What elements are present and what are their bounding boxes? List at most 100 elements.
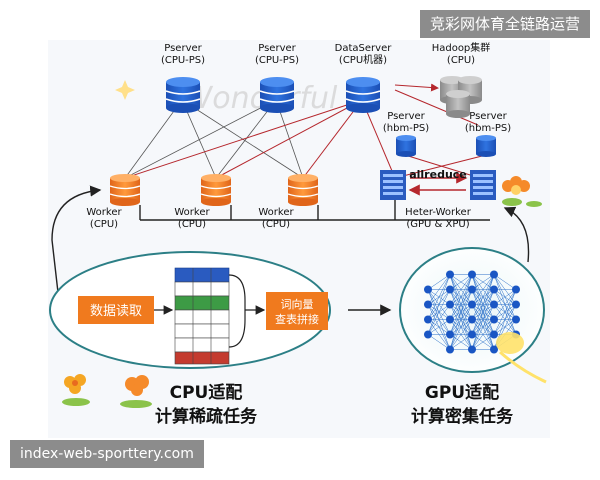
worker-bus-line [139,200,490,221]
data-read-label: 数据读取 [90,304,142,319]
nn-edge [449,274,473,320]
worker3-label-line2: (CPU) [262,219,290,230]
nn-node [490,300,498,309]
hbm2-label-line1: Pserver [469,111,507,122]
nn-node [490,270,498,279]
pserver1-label-line1: Pserver [164,43,202,54]
embedding-lookup-box [266,292,328,330]
nn-node [446,345,454,354]
nn-edge [449,319,473,350]
nn-edge [427,274,451,290]
nn-edge [493,289,517,335]
nn-node [446,315,454,324]
star-sparkle-icon [115,80,135,100]
worker2-label-line2: (CPU) [178,219,206,230]
pserver1-label-line2: (CPU-PS) [161,55,205,66]
hbm1-label-line2: (hbm-PS) [383,123,429,134]
hetero-worker-label-line1: Heter-Worker [405,207,472,218]
nn-node [512,300,520,309]
embedding-lookup-line1: 词向量 [281,297,314,311]
worker-cylinder-1 [109,174,141,206]
nn-edge [493,289,517,305]
embedding-table [174,267,230,365]
nn-node [468,315,476,324]
left-loop-arrow [51,185,102,311]
dataserver-lines [124,83,479,179]
hbm1-label-line1: Pserver [387,111,425,122]
allreduce-label: allreduce [409,168,467,181]
table-to-embed-arrows [228,274,266,348]
nn-node [424,315,432,324]
nn-edge [471,274,495,305]
pserver2-label-line1: Pserver [258,43,296,54]
allreduce-arrows [408,172,468,196]
neural-network-icon [424,270,520,354]
nn-edge [449,274,473,290]
nn-node [446,300,454,309]
hbm2-label-line2: (hbm-PS) [465,123,511,134]
lightbulb-decoration [496,332,547,384]
nn-edge [471,289,495,350]
nn-edge [449,304,473,350]
nn-edge [471,274,495,350]
nn-node [512,315,520,324]
pserver-cylinder-1 [165,77,201,113]
nn-node [468,285,476,294]
dataserver-cylinder [345,77,381,113]
nn-edge [471,319,495,350]
nn-node [446,270,454,279]
nn-edge [471,274,495,335]
nn-node [490,285,498,294]
hadoop-cylinders [440,76,482,118]
nn-node [468,330,476,339]
heter-worker-device-1 [380,170,406,200]
nn-edge [449,274,473,335]
hadoop-label-line1: Hadoop集群 [432,41,491,54]
hetero-worker-label-line2: (GPU & XPU) [406,219,469,230]
nn-node [424,330,432,339]
worker3-label-line1: Worker [258,207,294,218]
server-labels: Pserver (CPU-PS) Pserver (CPU-PS) DataSe… [86,41,511,230]
nn-edge [427,289,451,335]
worker-cylinder-2 [200,174,232,206]
heter-worker-device-2 [470,170,496,200]
footer-url[interactable]: index-web-sporttery.com [10,440,204,468]
nn-node [468,300,476,309]
nn-node [446,285,454,294]
nn-edge [449,274,473,350]
worker1-label-line2: (CPU) [90,219,118,230]
worker2-label-line1: Worker [174,207,210,218]
nn-edge [471,274,495,320]
hadoop-label-line2: (CPU) [447,55,475,66]
cpu-caption-line1: CPU适配 [170,383,243,403]
worker-cylinder-3 [287,174,319,206]
hbm-ps-cylinder-1 [396,135,416,157]
embedding-lookup-line2: 查表拼接 [275,312,319,326]
nn-node [490,330,498,339]
nn-edge [493,289,517,320]
nn-node [424,285,432,294]
nn-edge [427,304,451,335]
nn-node [512,285,520,294]
nn-node [424,300,432,309]
nn-node [468,270,476,279]
pserver-cylinder-2 [259,77,295,113]
captions: CPU适配 计算稀疏任务 GPU适配 计算密集任务 [155,383,514,427]
gpu-caption-line1: GPU适配 [425,383,499,403]
nn-edge [449,289,473,350]
flower-decoration-right [502,176,542,207]
worker1-label-line1: Worker [86,207,122,218]
nn-edge [427,274,451,305]
nn-edge [427,319,451,335]
flower-decoration-left [62,374,152,408]
data-read-box [78,296,154,324]
dataserver-label-line2: (CPU机器) [339,53,387,66]
hbm-ps-cylinder-2 [476,135,496,157]
nn-edge [427,274,451,320]
nn-node [490,345,498,354]
nn-node [490,315,498,324]
dataserver-label-line1: DataServer [335,43,393,54]
nn-edge [493,274,517,290]
nn-edge [449,274,473,305]
